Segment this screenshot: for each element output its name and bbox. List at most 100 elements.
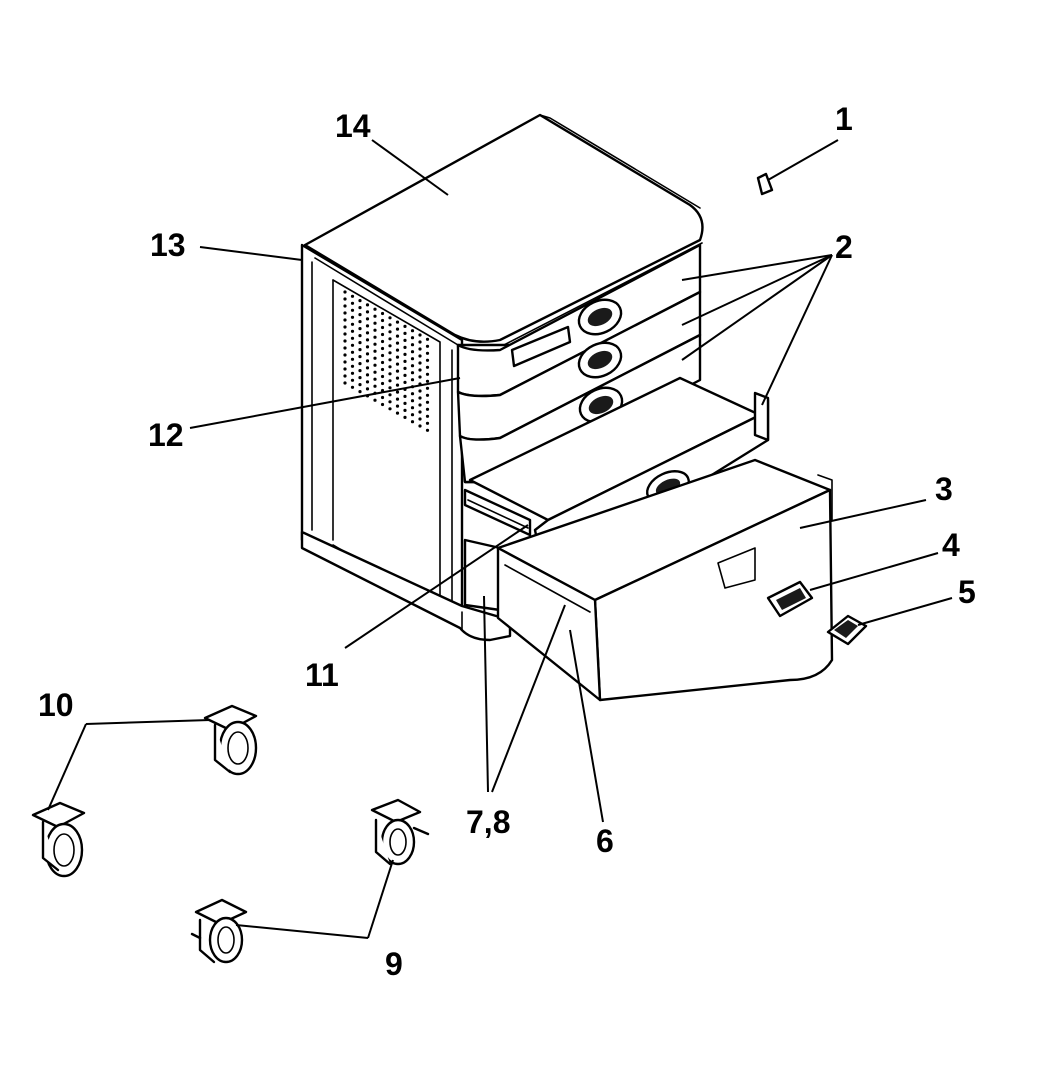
vent-hole <box>395 411 400 415</box>
vent-hole <box>425 344 430 348</box>
vent-hole <box>403 394 407 398</box>
vent-hole <box>395 362 400 366</box>
vent-hole <box>343 381 347 385</box>
vent-hole <box>358 327 362 331</box>
vent-hole <box>395 320 400 324</box>
vent-hole <box>350 301 355 305</box>
callout-14: 14 <box>335 108 371 144</box>
vent-hole <box>343 367 347 371</box>
vent-hole <box>343 297 347 301</box>
vent-hole <box>425 337 430 341</box>
callout-4: 4 <box>942 527 960 563</box>
vent-hole <box>403 380 407 384</box>
top-panel <box>303 113 704 343</box>
vent-hole <box>380 332 385 337</box>
vent-hole <box>388 365 392 369</box>
vent-hole <box>365 387 370 391</box>
vent-hole <box>388 358 392 362</box>
vent-hole <box>358 376 362 380</box>
vent-hole <box>418 333 422 337</box>
vent-hole <box>350 294 355 298</box>
vent-hole <box>410 343 415 347</box>
callouts: 1 2 3 4 5 6 7,8 9 10 11 12 13 14 <box>38 101 976 982</box>
vent-hole <box>395 404 400 408</box>
vent-hole <box>425 414 430 418</box>
callout-10: 10 <box>38 687 74 723</box>
vent-hole <box>410 378 415 382</box>
vent-hole <box>410 364 415 368</box>
vent-hole <box>358 341 362 345</box>
drawer-slide <box>463 488 532 612</box>
vent-hole <box>373 328 377 332</box>
vent-hole <box>350 343 355 347</box>
vent-hole <box>425 358 430 362</box>
vent-hole <box>365 338 370 342</box>
vent-hole <box>358 362 362 366</box>
vent-hole <box>388 400 392 404</box>
vent-hole <box>388 316 392 320</box>
vent-hole <box>365 352 370 356</box>
vent-hole <box>395 334 400 338</box>
vent-hole <box>418 354 422 358</box>
vent-hole <box>350 357 355 361</box>
vent-hole <box>350 308 355 312</box>
vent-hole <box>410 392 415 396</box>
vent-hole <box>395 341 400 345</box>
vent-hole <box>403 373 407 377</box>
vent-hole <box>365 303 370 307</box>
vent-hole <box>365 373 370 377</box>
vent-hole <box>350 364 355 368</box>
vent-hole <box>373 384 377 388</box>
vent-hole <box>373 314 377 318</box>
vent-hole <box>358 313 362 317</box>
vent-hole <box>358 390 362 394</box>
vent-hole <box>388 337 392 341</box>
vent-hole <box>373 398 377 402</box>
vent-hole <box>403 408 407 412</box>
vent-hole <box>418 375 422 379</box>
callout-6: 6 <box>596 823 614 859</box>
vent-hole <box>403 401 407 405</box>
vent-hole <box>425 351 430 355</box>
vent-hole <box>395 369 400 373</box>
vent-hole <box>395 390 400 394</box>
drawer-handle-1 <box>577 298 623 336</box>
vent-hole <box>425 379 430 383</box>
vent-hole <box>365 345 370 349</box>
vent-hole <box>365 317 370 321</box>
vent-hole <box>365 331 370 335</box>
vent-hole <box>425 386 430 390</box>
callout-7-8: 7,8 <box>466 804 510 840</box>
vent-hole <box>358 383 362 387</box>
vent-hole <box>373 307 377 311</box>
vent-hole <box>380 346 385 351</box>
vent-hole <box>343 353 347 357</box>
vent-hole <box>410 357 415 361</box>
base-plinth <box>300 530 512 642</box>
vent-hole <box>380 395 385 400</box>
vent-hole <box>380 353 385 358</box>
vent-hole <box>418 361 422 365</box>
vent-hole <box>410 336 415 340</box>
vent-hole <box>373 349 377 353</box>
vent-hole <box>365 359 370 363</box>
vent-hole <box>343 318 347 322</box>
vent-hole <box>388 344 392 348</box>
vent-hole <box>350 378 355 382</box>
vent-hole <box>343 325 347 329</box>
vent-hole <box>425 407 430 411</box>
caster-9-upper <box>370 798 430 866</box>
vent-hole <box>358 334 362 338</box>
vent-hole <box>418 389 422 393</box>
vent-hole <box>403 415 407 419</box>
vent-hole <box>358 355 362 359</box>
vent-hole <box>373 356 377 360</box>
vent-hole <box>388 386 392 390</box>
vent-hole <box>395 376 400 380</box>
vent-hole <box>403 345 407 349</box>
vent-hole <box>403 338 407 342</box>
vent-hole <box>403 366 407 370</box>
vent-hole <box>343 374 347 378</box>
